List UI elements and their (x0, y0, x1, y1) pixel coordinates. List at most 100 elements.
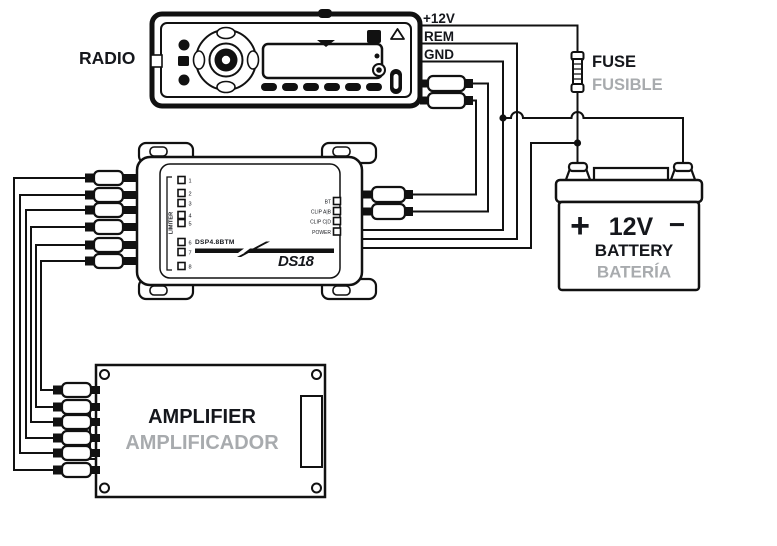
rca-plug-tip (362, 190, 372, 199)
rca-plug-body (426, 91, 467, 110)
dsp-channel-leds (177, 175, 186, 271)
rca-plug-tip (91, 418, 100, 426)
rca-plug-boot (53, 448, 62, 458)
rca-plug-tip (91, 386, 100, 394)
battery: + 12V − BATTERY BATERÍA (554, 161, 704, 292)
rca-plug-body (92, 201, 125, 219)
rca-plug-boot (53, 417, 62, 427)
wire-gnd-to-battery-negative (502, 111, 684, 164)
channel-led-number: 1 (189, 179, 192, 185)
rca-plug-boot (85, 173, 94, 183)
rca-plug-tip (123, 241, 136, 249)
rca-plug-tip (123, 223, 136, 231)
rca-plug-body (60, 398, 93, 416)
radio-preset-buttons (261, 83, 382, 91)
radio-unit (149, 9, 423, 109)
junction-dot-gnd (499, 114, 507, 122)
battery-minus-sign: − (669, 209, 685, 240)
rca-plug-tip (123, 257, 136, 265)
rca-cable (30, 226, 86, 423)
rca-plug-boot (53, 402, 62, 412)
rca-plug-boot (53, 433, 62, 443)
rca-plug (420, 91, 473, 110)
channel-led (177, 218, 186, 228)
rca-plug-tip (91, 434, 100, 442)
radio-display (261, 42, 384, 80)
preset-button (282, 83, 298, 91)
dsp-bracket-slot (332, 285, 351, 296)
channel-led (177, 261, 186, 271)
wire-12v-to-dsp (361, 142, 579, 249)
preset-button (303, 83, 319, 91)
dsp-status-leds: BT CLIP A|B CLIP C|D POWER (310, 196, 342, 236)
channel-led (177, 210, 186, 220)
rca-plug (85, 252, 136, 270)
rca-plug-body (92, 252, 125, 270)
rca-plug (53, 398, 100, 416)
rca-plug-body (92, 236, 125, 254)
rca-cable (25, 209, 86, 439)
radio-button-mid-left (178, 56, 189, 66)
rca-plug-tip (123, 206, 136, 214)
rca-cable (412, 99, 477, 196)
rca-plug (362, 202, 413, 221)
radio-power-button-center (376, 67, 382, 73)
dsp-bracket-slot (149, 146, 168, 157)
dsp-output-rca-plugs (85, 169, 136, 270)
junction-dot-12v (573, 139, 582, 147)
radio-left-slot (150, 54, 163, 68)
amplifier: AMPLIFIER AMPLIFICADOR (89, 363, 327, 499)
screw-hole (311, 369, 322, 380)
terminal-cap (672, 161, 694, 173)
rca-plug-tip (123, 174, 136, 182)
radio-indicator-dot (374, 53, 380, 59)
rca-plug-boot (53, 465, 62, 475)
battery-body (557, 200, 701, 292)
channel-led (177, 175, 186, 185)
rca-plug-body (370, 202, 407, 221)
dsp-model-label: DSP4.8BTM (195, 239, 235, 246)
dsp-bracket-slot (149, 285, 168, 296)
limiter-bracket (166, 176, 172, 271)
limiter-label: LIMITER (169, 212, 175, 234)
battery-label-es: BATERÍA (597, 263, 671, 282)
screw-hole (99, 482, 110, 494)
wire-12v-radio-to-fuse (419, 24, 579, 53)
dsp-input-rca-plugs (362, 185, 413, 221)
fuse-label-en: FUSE (592, 53, 636, 71)
status-led (332, 227, 342, 236)
amplifier-body (94, 363, 327, 499)
rca-plug-boot (85, 240, 94, 250)
rca-plug-body (60, 444, 93, 462)
rca-cable (40, 260, 86, 391)
rca-plug-body (60, 429, 93, 447)
knob-notch-top (216, 26, 236, 40)
radio-label: RADIO (79, 48, 135, 68)
battery-positive-terminal (563, 161, 593, 183)
rca-plug (85, 169, 136, 187)
wire-label-12v: +12V (423, 11, 455, 26)
status-led-label: CLIP A|B (311, 210, 332, 216)
screw-hole (311, 482, 322, 494)
fuse-symbol (570, 51, 585, 93)
rca-plug (53, 381, 100, 399)
wire-gnd-to-dsp (361, 60, 504, 231)
preset-button (261, 83, 277, 91)
power-wiring (361, 24, 684, 249)
battery-voltage-label: 12V (609, 213, 654, 241)
channel-led-number: 5 (189, 222, 192, 228)
rca-plug (53, 413, 100, 431)
rca-plug (420, 74, 473, 93)
rca-plug-body (92, 186, 125, 204)
status-led-label: CLIP C|D (310, 220, 331, 226)
status-led-label: POWER (312, 230, 331, 236)
ds18-logo-bar-right (244, 248, 334, 253)
rca-plug (362, 185, 413, 204)
dsp-channel-numbers: 1 2 3 4 5 6 7 8 (189, 179, 192, 271)
rca-plug-boot (85, 256, 94, 266)
dsp-to-amp-rca-cables (13, 177, 86, 471)
wire-rem-to-dsp (361, 42, 518, 240)
rca-plug-body (370, 185, 407, 204)
rca-cable (19, 194, 86, 454)
